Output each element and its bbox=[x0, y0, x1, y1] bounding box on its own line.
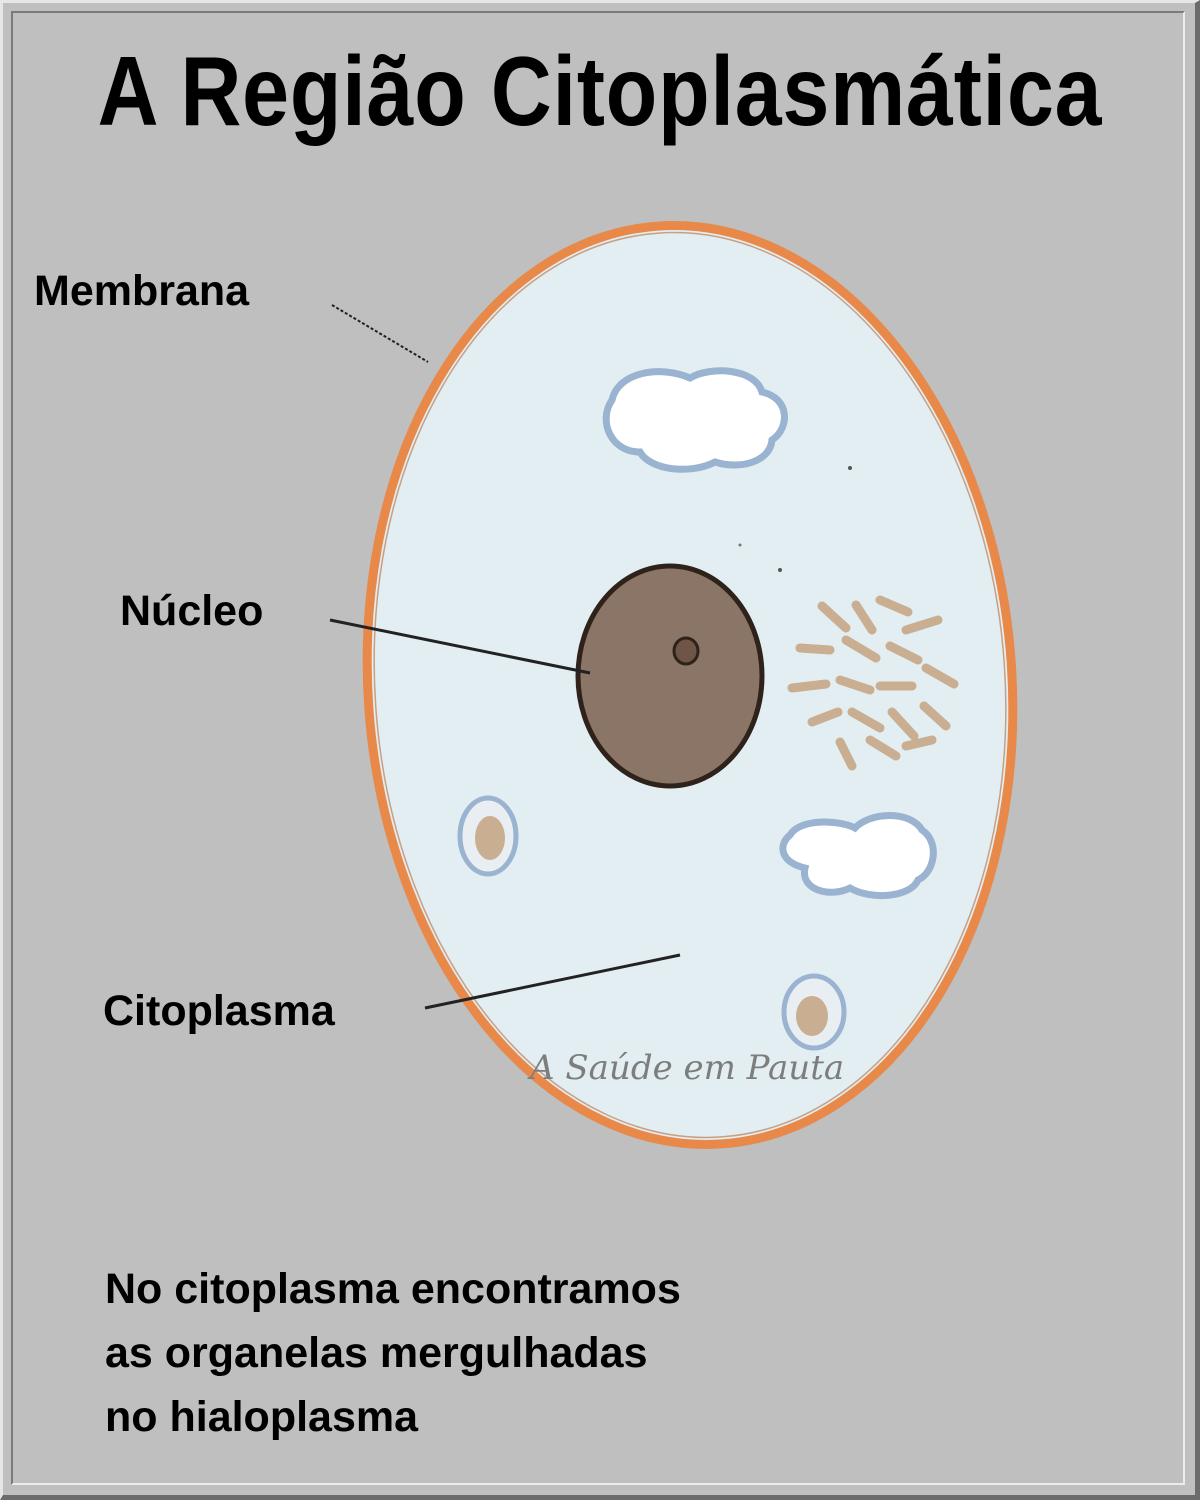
label-nucleo: Núcleo bbox=[120, 590, 263, 633]
caption: No citoplasma encontramos as organelas m… bbox=[105, 1257, 681, 1449]
nucleolus bbox=[674, 638, 698, 664]
watermark: A Saúde em Pauta bbox=[530, 1048, 844, 1088]
nucleus bbox=[578, 566, 762, 786]
caption-line: No citoplasma encontramos bbox=[105, 1257, 681, 1321]
cytoplasm-speck bbox=[848, 466, 852, 470]
vacuole-top bbox=[606, 371, 784, 469]
membrana-leader-line bbox=[332, 305, 428, 362]
vesicle-left-core bbox=[475, 816, 505, 860]
organelle-rod bbox=[800, 648, 830, 650]
caption-line: no hialoplasma bbox=[105, 1385, 681, 1449]
organelle-rod bbox=[792, 684, 826, 688]
label-membrana: Membrana bbox=[34, 270, 249, 313]
organelle-rod bbox=[906, 740, 932, 746]
label-citoplasma: Citoplasma bbox=[103, 990, 335, 1033]
cytoplasm-speck bbox=[739, 544, 742, 547]
caption-line: as organelas mergulhadas bbox=[105, 1321, 681, 1385]
cytoplasm-speck bbox=[778, 568, 782, 572]
vacuole-bottom bbox=[783, 816, 933, 896]
vesicle-right-core bbox=[796, 996, 828, 1036]
